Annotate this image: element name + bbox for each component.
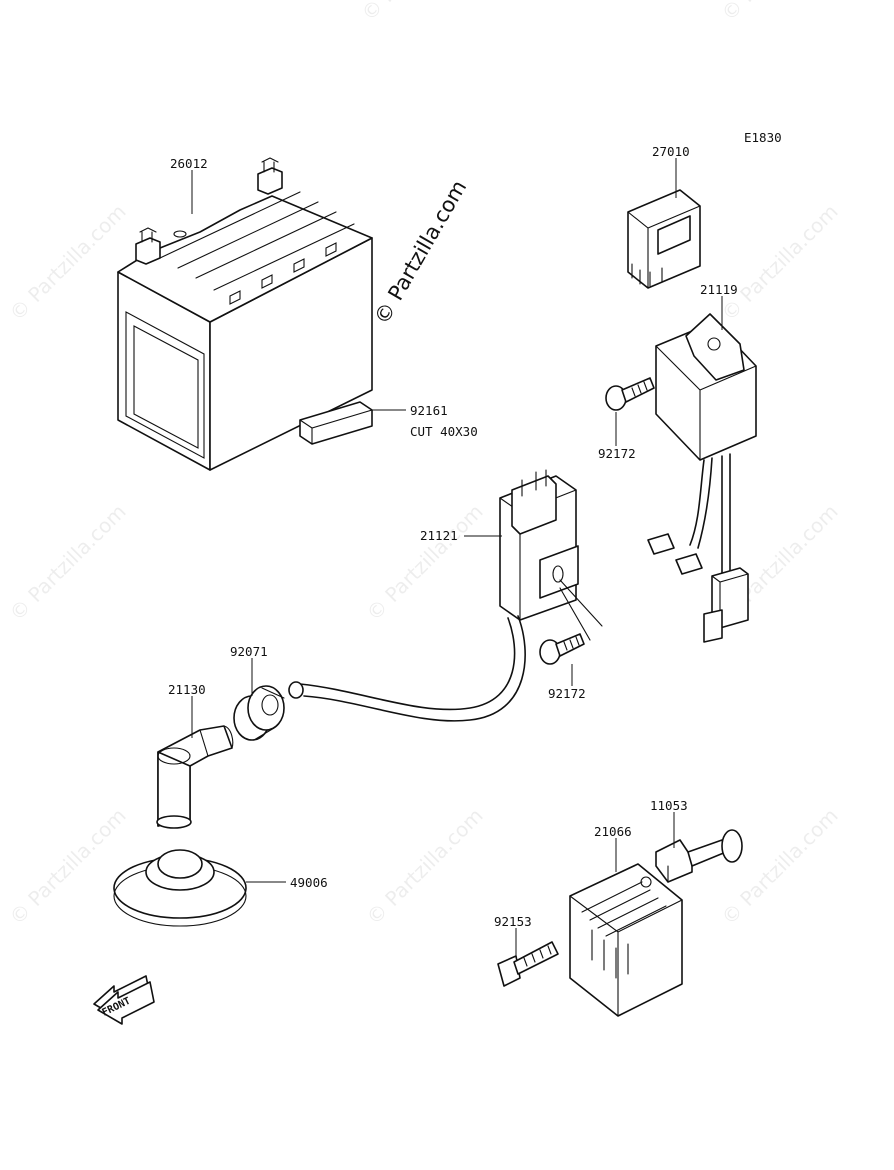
bolt-92153[interactable]	[497, 941, 559, 987]
watermark-tile: © Partzilla.com	[362, 499, 488, 625]
diagram-code: E1830	[744, 130, 782, 145]
watermark-tile: © Partzilla.com	[717, 0, 843, 26]
callout-92161[interactable]: 92161	[410, 403, 448, 418]
callout-21066[interactable]: 21066	[594, 824, 632, 839]
callout-92071[interactable]: 92071	[230, 644, 268, 659]
watermark-tile: © Partzilla.com	[717, 199, 843, 325]
grommet-92071[interactable]	[233, 685, 285, 741]
bracket-11053[interactable]	[655, 829, 743, 883]
battery-26012[interactable]	[117, 157, 373, 471]
screw-92172-upper[interactable]	[605, 377, 655, 411]
watermark-tile: © Partzilla.com	[5, 199, 131, 325]
partzilla-watermark: © Partzilla.com	[370, 176, 472, 328]
ignition-coil-21121[interactable]	[288, 469, 603, 722]
callout-21130[interactable]: 21130	[168, 682, 206, 697]
watermark-tile: © Partzilla.com	[717, 803, 843, 929]
callout-21121[interactable]: 21121	[420, 528, 458, 543]
callout-27010[interactable]: 27010	[652, 144, 690, 159]
relay-27010[interactable]	[627, 189, 701, 289]
regulator-rectifier-21066[interactable]	[569, 863, 683, 1017]
spark-plug-cap-21130[interactable]	[156, 725, 234, 829]
watermark-tile: © Partzilla.com	[362, 803, 488, 929]
watermark-tile: © Partzilla.com	[5, 803, 131, 929]
callouts: 26012 27010 21119 92161 CUT 40X30 92172 …	[168, 144, 738, 929]
callout-11053[interactable]: 11053	[650, 798, 688, 813]
callout-49006[interactable]: 49006	[290, 875, 328, 890]
front-direction-arrow: FRONT	[93, 975, 155, 1025]
battery-pad-92161[interactable]	[299, 401, 373, 445]
watermark-tiles: © Partzilla.com © Partzilla.com © Partzi…	[5, 0, 843, 930]
watermark-tile: © Partzilla.com	[5, 499, 131, 625]
callout-92161-note: CUT 40X30	[410, 424, 478, 439]
watermark-tile: © Partzilla.com	[357, 0, 483, 26]
cap-49006[interactable]	[113, 849, 247, 927]
callout-26012[interactable]: 26012	[170, 156, 208, 171]
callout-92153[interactable]: 92153	[494, 914, 532, 929]
callout-92172-lower[interactable]: 92172	[548, 686, 586, 701]
cdi-unit-21119[interactable]	[647, 313, 757, 643]
leader-lines	[191, 158, 723, 958]
callout-92172-upper[interactable]: 92172	[598, 446, 636, 461]
screw-92172-lower[interactable]	[539, 633, 585, 665]
callout-21119[interactable]: 21119	[700, 282, 738, 297]
